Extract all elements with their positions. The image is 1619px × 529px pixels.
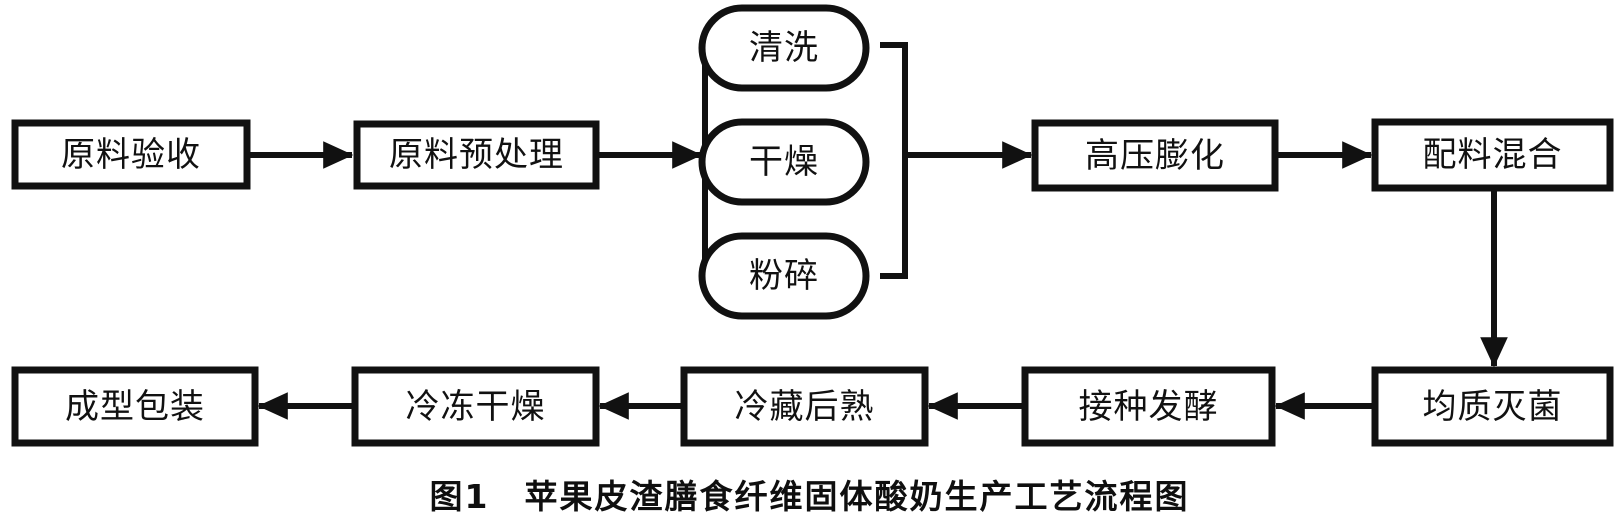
node-box-raw-material-pretreatment [353, 120, 600, 190]
node-box-drying [698, 118, 870, 206]
node-box-homogenization-sterilization [1371, 366, 1614, 447]
node-box-forming-packaging [11, 366, 259, 447]
node-box-inoculation-fermentation [1021, 366, 1276, 447]
node-box-crushing [698, 232, 870, 320]
node-box-cold-storage-ripening [680, 366, 929, 447]
node-box-ingredient-mixing [1371, 118, 1614, 192]
node-box-high-pressure-extrusion [1031, 119, 1279, 192]
figure-caption: 图1 苹果皮渣膳食纤维固体酸奶生产工艺流程图 [429, 477, 1190, 516]
group-bracket-right [880, 42, 908, 279]
node-box-raw-material-acceptance [11, 119, 251, 190]
node-box-washing [698, 4, 870, 92]
node-box-freeze-drying [351, 366, 600, 447]
